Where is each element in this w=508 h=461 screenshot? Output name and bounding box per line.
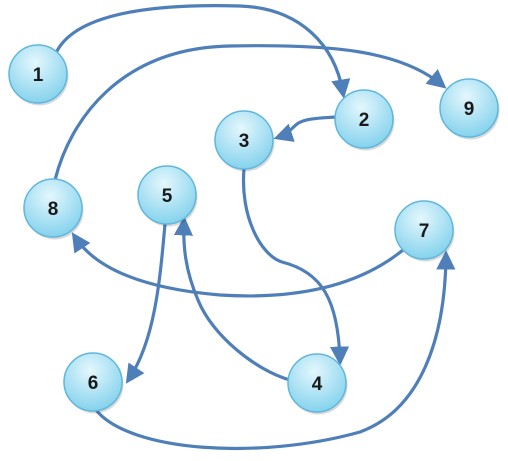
node-label: 1	[33, 65, 44, 86]
node-1: 1	[8, 44, 69, 106]
node-8: 8	[23, 178, 84, 240]
edge-4-to-5	[173, 216, 292, 382]
node-circle	[287, 353, 347, 413]
node-label: 4	[312, 374, 323, 395]
edge-6-to-7	[94, 250, 456, 451]
node-circle	[23, 178, 83, 238]
edge-3-to-4	[241, 167, 350, 366]
node-label: 6	[88, 373, 99, 394]
node-4: 4	[287, 353, 348, 415]
node-circle	[214, 110, 274, 170]
node-label: 3	[239, 131, 250, 152]
node-5: 5	[137, 165, 198, 227]
nodes-layer: 1 2 3 4 5 6 7 8 9	[8, 44, 500, 415]
node-circle	[394, 200, 454, 260]
node-label: 7	[419, 221, 430, 242]
node-6: 6	[63, 352, 124, 414]
node-2: 2	[334, 89, 395, 151]
edge-5-to-6	[125, 222, 167, 384]
node-9: 9	[439, 78, 500, 140]
node-circle	[63, 352, 123, 412]
node-label: 9	[464, 99, 475, 120]
node-circle	[137, 165, 197, 225]
node-circle	[334, 89, 394, 149]
edge-8-to-9	[53, 44, 447, 182]
edge-7-to-8	[71, 232, 405, 298]
node-7: 7	[394, 200, 455, 262]
node-3: 3	[214, 110, 275, 172]
edge-1-to-2	[55, 3, 351, 99]
node-label: 8	[48, 199, 59, 220]
edges-layer	[53, 3, 456, 451]
node-circle	[8, 44, 68, 104]
node-label: 2	[359, 110, 370, 131]
edge-2-to-3	[273, 115, 338, 142]
node-label: 5	[162, 186, 173, 207]
node-circle	[439, 78, 499, 138]
